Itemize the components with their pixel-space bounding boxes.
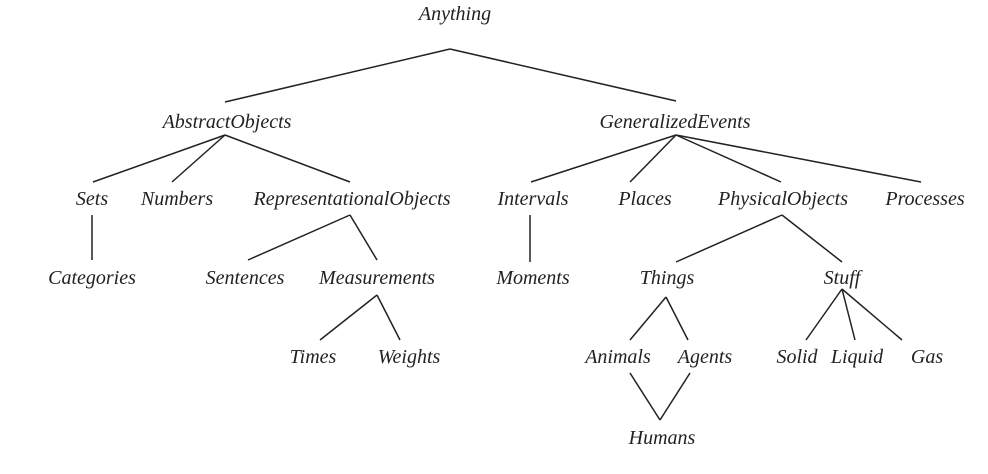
node-sets: Sets [76,188,108,210]
node-intervals: Intervals [496,188,568,210]
edge-agents-humans [659,372,691,421]
node-representational-objects: RepresentationalObjects [253,188,451,210]
node-animals: Animals [583,346,651,368]
node-abstract-objects: AbstractObjects [161,111,292,133]
edge-abstract_objects-representational_objects [224,134,351,183]
edge-generalized_events-physical_objects [675,134,782,183]
node-measurements: Measurements [318,267,435,289]
edge-stuff-gas [841,288,903,341]
node-humans: Humans [628,427,696,449]
node-anything: Anything [417,3,491,25]
node-gas: Gas [911,346,943,368]
node-sentences: Sentences [206,267,285,289]
node-moments: Moments [495,267,570,289]
edge-generalized_events-processes [675,134,922,183]
node-things: Things [640,267,695,289]
edge-stuff-liquid [841,288,856,341]
edge-measurements-times [319,294,378,341]
node-liquid: Liquid [830,346,884,368]
edge-anything-generalized_events [449,48,677,102]
edge-representational_objects-sentences [247,214,351,261]
edge-generalized_events-places [629,134,677,183]
node-physical-objects: PhysicalObjects [717,188,848,210]
node-categories: Categories [48,267,136,289]
edge-measurements-weights [376,294,401,341]
edge-stuff-solid [805,288,843,341]
node-generalized-events: GeneralizedEvents [599,111,750,133]
node-stuff: Stuff [824,267,863,289]
node-processes: Processes [884,188,964,210]
edge-generalized_events-intervals [530,134,677,183]
edge-anything-abstract_objects [224,48,451,103]
edge-abstract_objects-numbers [171,134,226,183]
edge-things-agents [665,296,689,341]
node-numbers: Numbers [140,188,213,210]
node-agents: Agents [676,346,733,368]
edge-abstract_objects-sets [92,134,226,183]
edge-animals-humans [629,372,661,421]
node-weights: Weights [378,346,441,368]
node-times: Times [290,346,337,368]
edge-physical_objects-things [675,214,783,263]
edge-representational_objects-measurements [349,214,378,261]
node-solid: Solid [776,346,818,368]
edge-physical_objects-stuff [781,214,843,263]
edge-things-animals [629,296,667,341]
node-places: Places [617,188,672,210]
